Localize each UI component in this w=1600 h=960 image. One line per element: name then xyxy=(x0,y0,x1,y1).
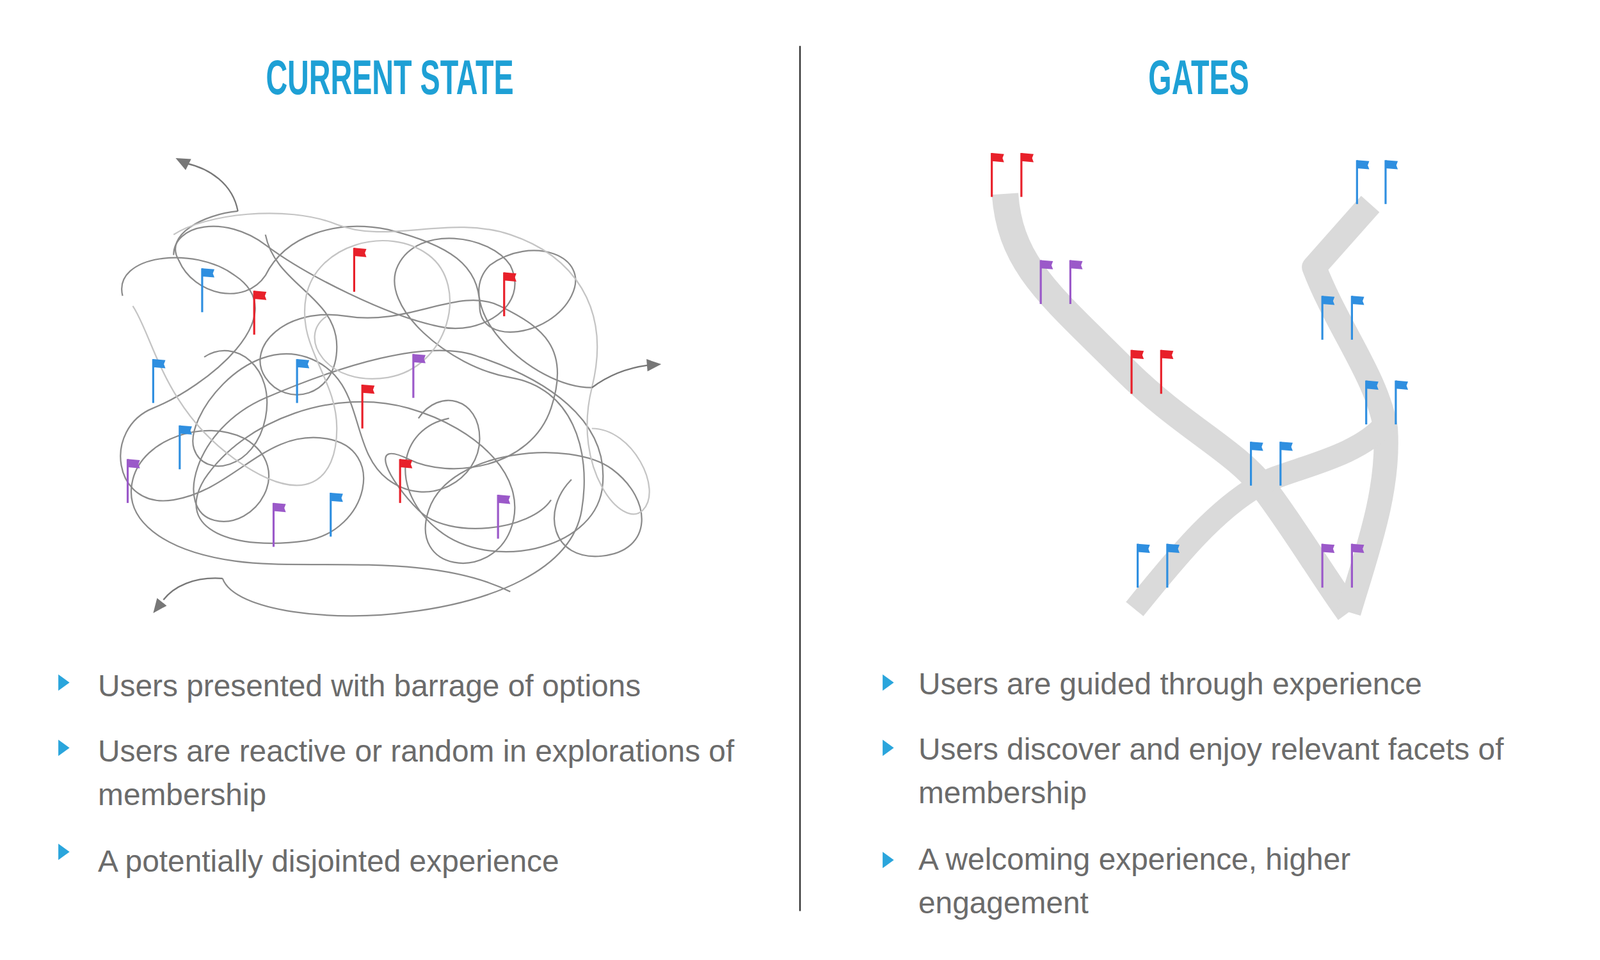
scribble-path xyxy=(120,257,642,564)
bullet-markers xyxy=(58,674,895,869)
bullet-text: Users are guided through experience xyxy=(918,662,1509,706)
divider-line xyxy=(799,46,801,912)
red-flag xyxy=(992,152,1005,198)
purple-flag xyxy=(413,353,426,399)
red-flag xyxy=(362,384,375,429)
blue-flag xyxy=(1351,295,1364,340)
blue-flag xyxy=(1322,295,1335,340)
blue-flag xyxy=(1137,544,1151,589)
bullet-text: Users are reactive or random in explorat… xyxy=(97,729,741,818)
blue-flag xyxy=(1385,160,1398,205)
gate-band xyxy=(1313,204,1386,613)
blue-flag xyxy=(1280,441,1293,486)
bullet-text: A potentially disjointed experience xyxy=(97,839,741,884)
red-flag xyxy=(1021,152,1034,198)
blue-flag xyxy=(1251,441,1264,486)
purple-flag xyxy=(1322,544,1335,589)
red-flag xyxy=(504,272,517,317)
red-flag xyxy=(400,458,413,504)
red-flag xyxy=(1160,350,1174,395)
exit-arrow-line xyxy=(592,365,649,388)
scribble-path xyxy=(131,350,603,592)
blue-flag xyxy=(1366,380,1379,425)
scribble-path xyxy=(173,226,585,617)
blue-flag xyxy=(1167,544,1180,589)
exit-arrow-line xyxy=(163,577,223,600)
red-flag xyxy=(254,290,267,335)
bullet-marker xyxy=(882,739,895,757)
scribble-group xyxy=(120,163,649,616)
blue-flag xyxy=(1356,160,1369,205)
red-flag xyxy=(353,247,367,292)
purple-flag xyxy=(1351,544,1364,589)
bullet-marker xyxy=(58,843,70,861)
right-flags xyxy=(992,152,1408,588)
panel-title: CURRENT STATE xyxy=(265,53,514,103)
bullet-text: A welcoming experience, higher engagemen… xyxy=(918,837,1509,926)
scribble-path xyxy=(132,240,450,486)
red-flag xyxy=(1131,350,1144,395)
purple-flag xyxy=(497,494,511,539)
bullet-marker xyxy=(882,851,895,869)
gate-band xyxy=(1004,193,1349,613)
arrow-head xyxy=(175,158,191,171)
blue-flag xyxy=(1395,380,1408,425)
blue-flag xyxy=(330,492,344,537)
bullet-marker xyxy=(58,739,70,757)
bullet-text: Users discover and enjoy relevant facets… xyxy=(918,727,1509,816)
blue-flag xyxy=(179,425,192,470)
gate-band xyxy=(1134,423,1386,610)
purple-flag xyxy=(1070,259,1083,304)
exit-arrow-line xyxy=(185,163,238,212)
left-flags xyxy=(128,247,517,547)
blue-flag xyxy=(296,359,310,404)
blue-flag xyxy=(152,359,166,404)
purple-flag xyxy=(128,458,141,504)
purple-flag xyxy=(1040,259,1053,304)
purple-flag xyxy=(273,503,286,548)
arrow-head xyxy=(646,359,662,372)
bullet-text: Users presented with barrage of options xyxy=(97,664,741,708)
scribble-path xyxy=(173,213,649,514)
bullet-marker xyxy=(58,674,70,692)
arrow-head xyxy=(152,598,167,614)
bullet-marker xyxy=(882,674,895,692)
panel-title: GATES xyxy=(1148,53,1250,103)
scribble-path xyxy=(175,211,592,388)
gate-bands xyxy=(1004,193,1386,613)
blue-flag xyxy=(202,268,215,313)
